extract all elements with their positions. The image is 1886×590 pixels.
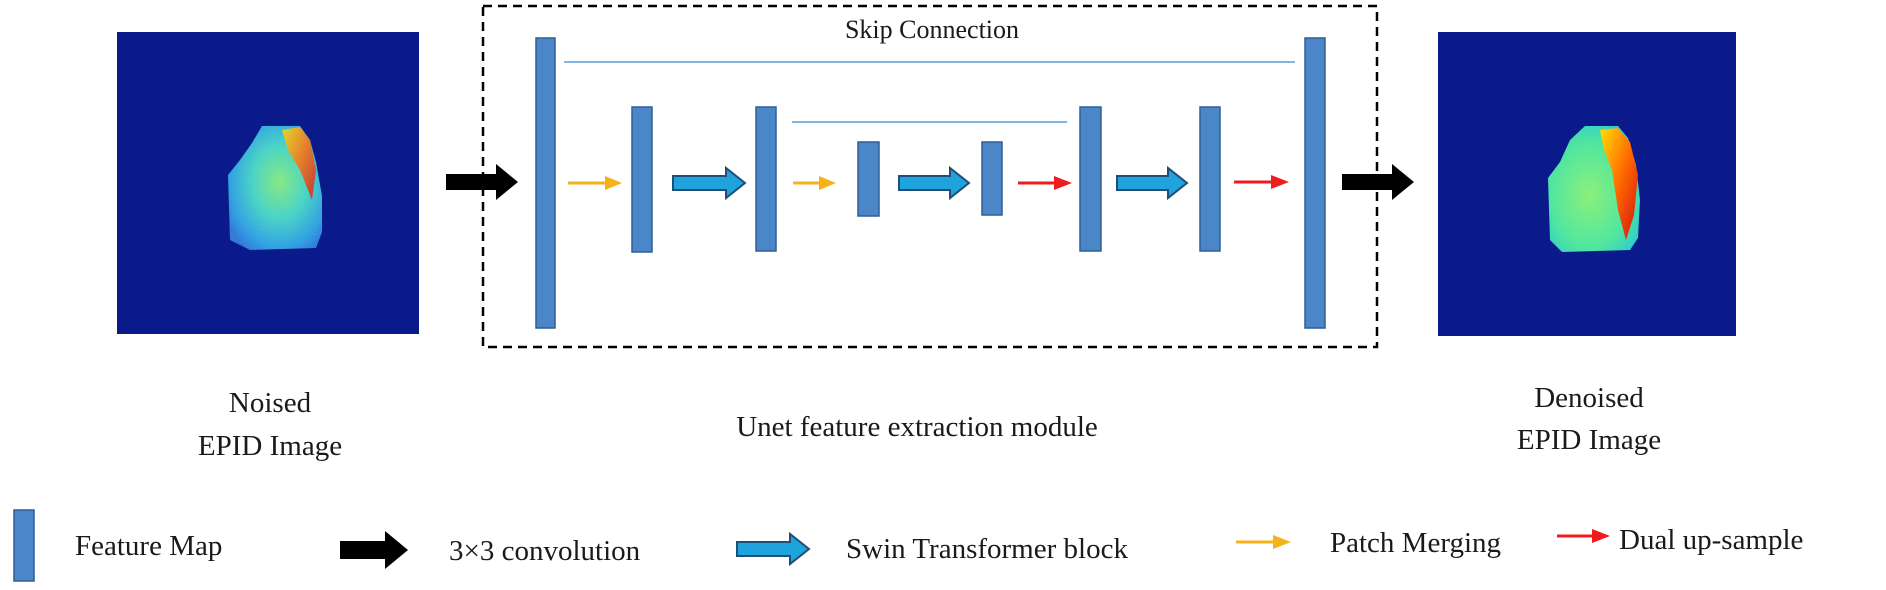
swin-block-arrow-2 <box>898 165 971 201</box>
feature-map-2 <box>631 106 653 253</box>
swin-block-arrow-1 <box>672 165 747 201</box>
feature-maps <box>535 37 1326 329</box>
legend-conv: 3×3 convolution <box>449 535 641 567</box>
block-arrow-icon <box>736 531 811 567</box>
legend-feature-map: Feature Map <box>75 530 222 562</box>
module-caption: Unet feature extraction module <box>736 411 1098 443</box>
input-caption-line2: EPID Image <box>198 430 342 462</box>
red-arrow-icon <box>1557 529 1610 543</box>
feature-map-5 <box>981 141 1003 216</box>
skip-connection-label: Skip Connection <box>845 15 1019 44</box>
dual-upsample-arrow-2 <box>1234 175 1289 189</box>
legend-dual-upsample: Dual up-sample <box>1619 524 1803 556</box>
conv-arrow-in <box>446 164 518 200</box>
noised-epid-image <box>117 32 419 334</box>
legend: Feature Map 3×3 convolution Swin Transfo… <box>13 509 1803 582</box>
patch-merging-arrow-2 <box>793 176 836 190</box>
conv-arrow-out <box>1342 164 1414 200</box>
feature-map-6 <box>1079 106 1102 252</box>
dual-upsample-arrow-1 <box>1018 176 1072 190</box>
feature-map-3 <box>755 106 777 252</box>
input-caption-line1: Noised <box>229 387 312 419</box>
black-arrow-icon <box>340 531 408 569</box>
feature-map-7 <box>1199 106 1221 252</box>
yellow-arrow-icon <box>1236 535 1291 549</box>
blue-bar-icon <box>13 509 35 582</box>
output-caption-line1: Denoised <box>1534 382 1644 414</box>
legend-patch-merging: Patch Merging <box>1330 527 1501 559</box>
feature-map-1 <box>535 37 556 329</box>
swin-block-arrow-3 <box>1116 165 1189 201</box>
feature-map-8 <box>1304 37 1326 329</box>
feature-map-4 <box>857 141 880 217</box>
legend-swin: Swin Transformer block <box>846 533 1128 565</box>
denoised-epid-image <box>1438 32 1736 336</box>
denoised-hotspot <box>1600 128 1638 240</box>
patch-merging-arrow-1 <box>568 176 622 190</box>
output-caption-line2: EPID Image <box>1517 424 1661 456</box>
